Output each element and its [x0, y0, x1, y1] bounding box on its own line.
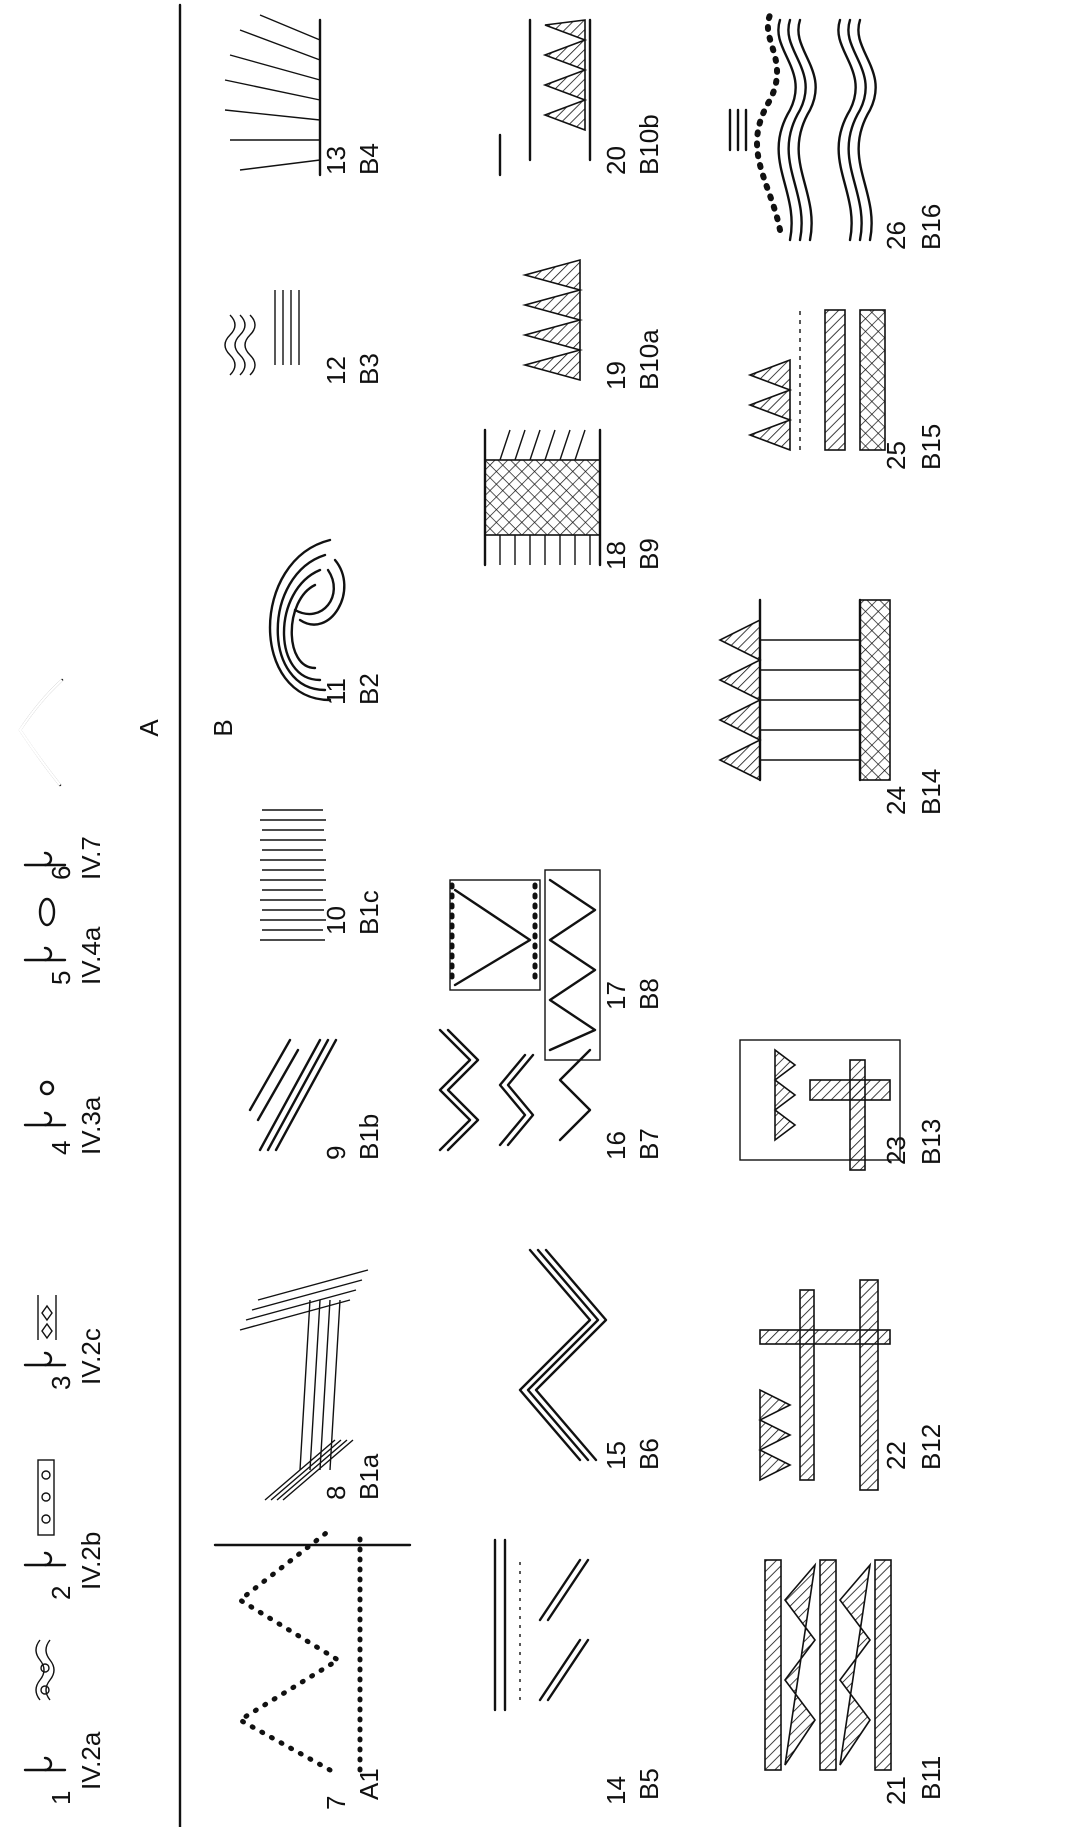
- figure-number-16: 16: [601, 1131, 631, 1160]
- figure-number-26: 26: [881, 221, 911, 250]
- figure-number-3: 3: [46, 1376, 76, 1390]
- figure-code-b1c: B1c: [354, 890, 384, 935]
- figure-number-23: 23: [881, 1136, 911, 1165]
- figure-number-17: 17: [601, 981, 631, 1010]
- motif-b1b: [250, 1040, 336, 1150]
- figure-code-b6: B6: [634, 1438, 664, 1470]
- figure-code-b5: B5: [634, 1768, 664, 1800]
- figure-code-b9: B9: [634, 538, 664, 570]
- figure-number-19: 19: [601, 361, 631, 390]
- figure-code-b11: B11: [916, 1756, 946, 1800]
- figure-code-b3: B3: [354, 353, 384, 385]
- motif-b10b: [500, 20, 590, 175]
- motif-b14: [720, 600, 890, 780]
- motif-b4: [225, 15, 320, 175]
- figure-code-b10b: B10b: [634, 114, 664, 175]
- figure-number-12: 12: [321, 356, 351, 385]
- motif-b1c: [260, 810, 326, 940]
- figure-number-25: 25: [881, 441, 911, 470]
- figure-code-b1b: B1b: [354, 1114, 384, 1160]
- figure-code-b16: B16: [916, 204, 946, 250]
- figure-number-4: 4: [46, 1141, 76, 1155]
- motif-profile-2: [25, 1460, 65, 1565]
- figure-number-2: 2: [46, 1586, 76, 1600]
- motif-b8: [450, 870, 600, 1060]
- motif-b12: [760, 1280, 890, 1490]
- figure-code-iv-2a: IV.2a: [76, 1731, 106, 1790]
- figure-number-1: 1: [46, 1791, 76, 1805]
- motif-b3: [225, 290, 299, 375]
- figure-number-6: 6: [46, 866, 76, 880]
- motif-b9: [485, 430, 600, 565]
- figure-code-b13: B13: [916, 1119, 946, 1165]
- figure-number-21: 21: [881, 1776, 911, 1805]
- figure-code-iv-2b: IV.2b: [76, 1532, 106, 1590]
- figure-number-15: 15: [601, 1441, 631, 1470]
- figure-code-b15: B15: [916, 424, 946, 470]
- figure-number-10: 10: [321, 906, 351, 935]
- motif-b10a: [525, 260, 580, 380]
- figure-number-20: 20: [601, 146, 631, 175]
- motif-b16: [730, 15, 876, 240]
- figure-number-5: 5: [46, 971, 76, 985]
- figure-number-22: 22: [881, 1441, 911, 1470]
- motif-b5: [495, 1540, 588, 1710]
- figure-code-b14: B14: [916, 769, 946, 815]
- figure-code-b12: B12: [916, 1424, 946, 1470]
- motif-b6: [520, 1250, 606, 1460]
- figure-number-8: 8: [321, 1486, 351, 1500]
- figure-number-11: 11: [321, 678, 351, 705]
- figure-code-b1a: B1a: [354, 1453, 384, 1500]
- motif-b7: [440, 1030, 590, 1150]
- figure-code-iv-7: IV.7: [76, 836, 106, 880]
- motif-profile-3: [25, 1295, 65, 1365]
- figure-number-13: 13: [321, 146, 351, 175]
- motif-a1: [240, 1530, 360, 1770]
- motif-b15: [750, 310, 885, 450]
- motif-b13: [740, 1040, 900, 1170]
- motif-b2: [270, 540, 344, 700]
- figure-code-b8: B8: [634, 978, 664, 1010]
- section-label-b: B: [208, 719, 238, 736]
- figure-code-b7: B7: [634, 1128, 664, 1160]
- motif-profile-4: [25, 1082, 65, 1125]
- figure-code-iv-2c: IV.2c: [76, 1328, 106, 1385]
- motif-profile-1: [25, 1640, 65, 1770]
- motif-profile-5: [25, 899, 65, 960]
- figure-code-b4: B4: [354, 143, 384, 175]
- figure-code-b10a: B10a: [634, 329, 664, 390]
- section-label-a: A: [134, 719, 164, 737]
- motif-profile-6: [20, 680, 65, 865]
- figure-number-18: 18: [601, 541, 631, 570]
- figure-code-a1: A1: [354, 1768, 384, 1800]
- figure-code-iv-3a: IV.3a: [76, 1096, 106, 1155]
- motif-b1a: [240, 1270, 368, 1500]
- figure-code-b2: B2: [354, 673, 384, 705]
- figure-number-14: 14: [601, 1776, 631, 1805]
- figure-number-7: 7: [321, 1796, 351, 1810]
- figure-code-iv-4a: IV.4a: [76, 926, 106, 985]
- motif-b11: [765, 1560, 891, 1770]
- figure-number-9: 9: [321, 1146, 351, 1160]
- figure-number-24: 24: [881, 786, 911, 815]
